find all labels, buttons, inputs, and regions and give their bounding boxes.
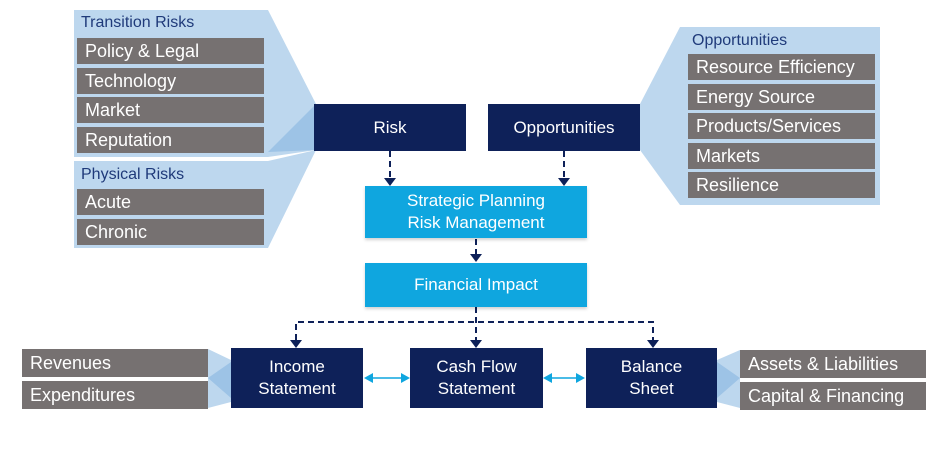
transition-risk-item: Reputation (77, 127, 264, 153)
balance-inputs-funnel-shade (717, 362, 740, 398)
opportunity-item: Products/Services (688, 113, 875, 139)
cashflow-balance-arrow-right (576, 373, 585, 383)
arrowhead-cashflow (470, 340, 482, 348)
arrowhead-opportunities (558, 178, 570, 186)
transition-risk-item: Technology (77, 68, 264, 94)
arrowhead-balance (647, 340, 659, 348)
physical-risks-title: Physical Risks (81, 166, 185, 183)
transition-risk-item: Market (77, 97, 264, 123)
transition-risks-title: Transition Risks (81, 14, 195, 31)
income-input-item: Revenues (22, 349, 208, 377)
risk-node: Risk (314, 104, 466, 151)
balance-input-item: Capital & Financing (740, 382, 926, 410)
opportunity-item: Markets (688, 143, 875, 169)
opportunities-panel-title: Opportunities (692, 32, 788, 49)
balance-input-item: Assets & Liabilities (740, 350, 926, 378)
transition-risks-funnel-shade (268, 104, 316, 152)
opportunities-node: Opportunities (488, 104, 640, 151)
income-statement-node: Income Statement (231, 348, 363, 408)
cash-flow-statement-node: Cash Flow Statement (410, 348, 543, 408)
income-cashflow-arrow-left (364, 373, 373, 383)
opportunity-item: Energy Source (688, 84, 875, 110)
income-inputs-funnel-shade (208, 362, 231, 398)
opportunity-item: Resilience (688, 172, 875, 198)
transition-risk-item: Policy & Legal (77, 38, 264, 64)
cashflow-balance-arrow-left (543, 373, 552, 383)
strategic-planning-node: Strategic Planning Risk Management (365, 186, 587, 238)
physical-risk-item: Acute (77, 189, 264, 215)
opportunity-item: Resource Efficiency (688, 54, 875, 80)
arrowhead-impact (470, 254, 482, 262)
income-input-item: Expenditures (22, 381, 208, 409)
physical-risk-item: Chronic (77, 219, 264, 245)
arrowhead-income (290, 340, 302, 348)
balance-sheet-node: Balance Sheet (586, 348, 717, 408)
arrowhead-risk (384, 178, 396, 186)
impact-branch-line (295, 321, 654, 340)
income-cashflow-arrow-right (401, 373, 410, 383)
financial-impact-node: Financial Impact (365, 263, 587, 307)
